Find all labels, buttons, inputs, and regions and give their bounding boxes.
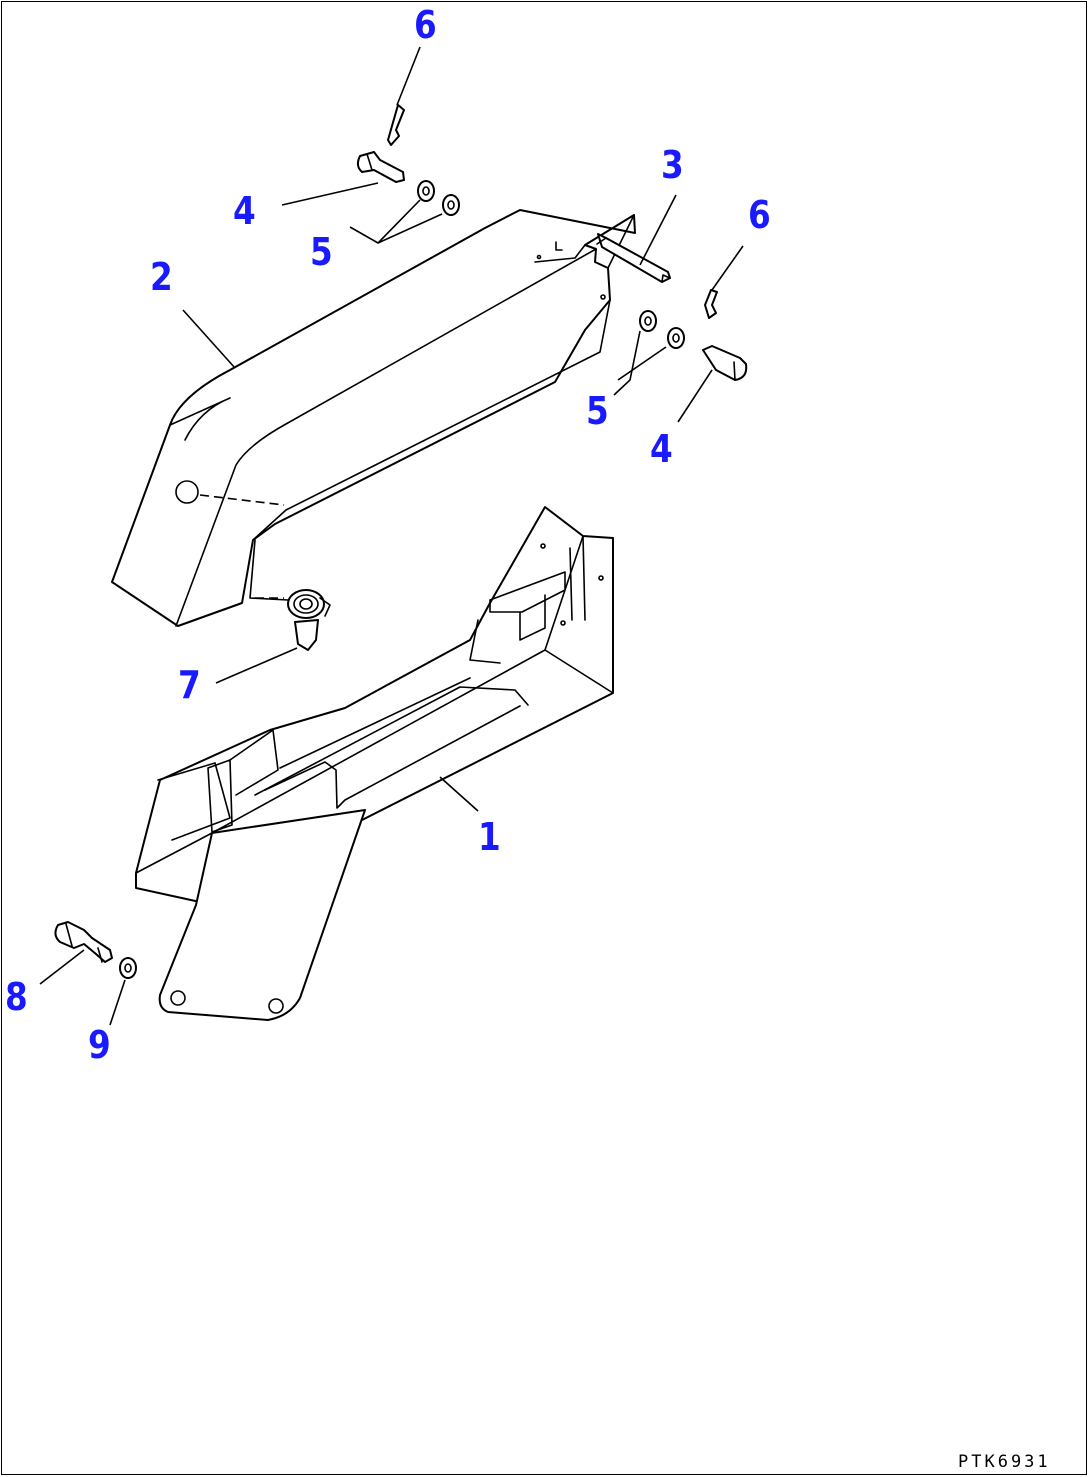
callout-2: 2 — [150, 255, 173, 299]
callout-5-upper: 5 — [310, 230, 333, 274]
lock-part-7 — [287, 589, 331, 651]
upper-pin-assembly — [356, 104, 460, 216]
lower-box-part-1 — [135, 506, 614, 1021]
callout-5-right: 5 — [586, 389, 609, 433]
callout-4-right: 4 — [650, 427, 673, 471]
drawing-code: PTK6931 — [958, 1452, 1051, 1472]
upper-cover-part-2 — [111, 209, 636, 627]
bolt-part-8 — [54, 921, 113, 963]
washer-part-9 — [119, 957, 137, 979]
hinge-pin-part-3 — [596, 233, 671, 283]
callout-3: 3 — [661, 143, 684, 187]
right-pin-assembly — [639, 289, 748, 381]
callout-9: 9 — [88, 1023, 111, 1067]
leader-lines — [39, 46, 744, 1026]
callout-6-upper: 6 — [414, 3, 437, 47]
callout-1: 1 — [478, 815, 501, 859]
callout-4-upper: 4 — [233, 189, 256, 233]
callout-6-right: 6 — [748, 193, 771, 237]
callout-8: 8 — [5, 975, 28, 1019]
callout-7: 7 — [178, 663, 201, 707]
